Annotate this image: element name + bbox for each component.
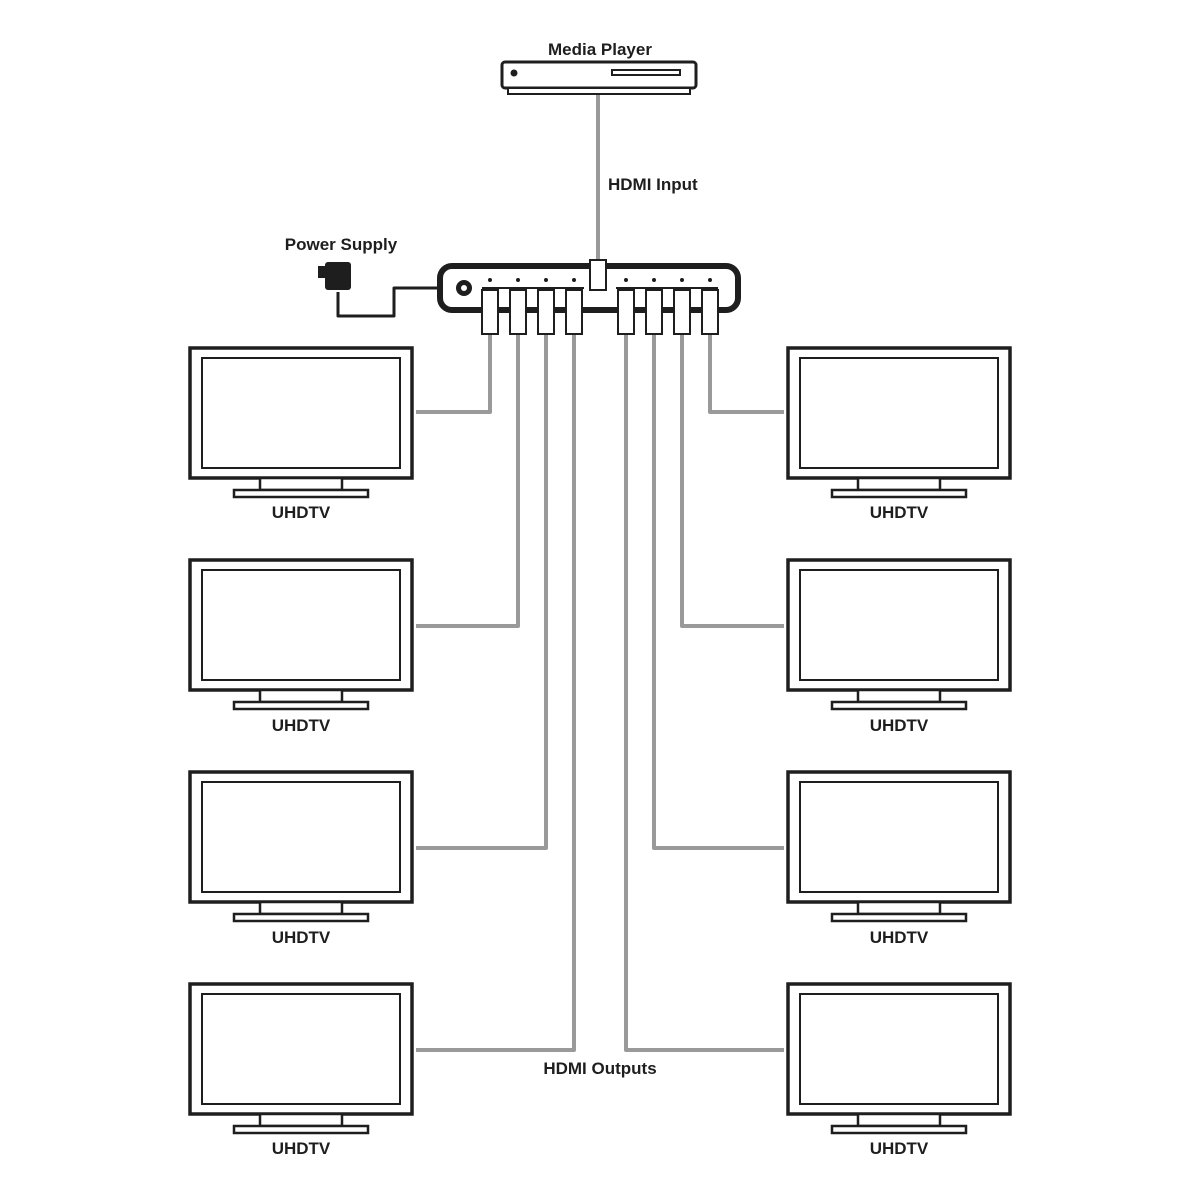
- tv-stand-base: [830, 912, 968, 923]
- power-adapter-icon: [325, 262, 351, 290]
- port-led: [488, 278, 492, 282]
- hdmi-output-plug: [645, 289, 663, 335]
- tv-stand-base: [232, 488, 370, 499]
- uhdtv-display-8: UHDTV: [786, 982, 1012, 1158]
- tv-label: UHDTV: [272, 716, 331, 735]
- hdmi-output-plug: [565, 289, 583, 335]
- tv-stand-neck: [258, 476, 344, 492]
- hdmi-input-label: HDMI Input: [608, 175, 698, 194]
- tv-stand-base: [830, 700, 968, 711]
- hdmi-output-plug: [509, 289, 527, 335]
- tv-stand-neck: [856, 688, 942, 704]
- power-cable: [336, 286, 448, 318]
- port-led: [624, 278, 628, 282]
- tv-screen: [799, 781, 999, 893]
- hdmi-output-plug: [537, 289, 555, 335]
- tv-stand-base: [830, 1124, 968, 1135]
- hdmi-output-plug: [701, 289, 719, 335]
- port-led: [680, 278, 684, 282]
- tv-stand-neck: [856, 900, 942, 916]
- tv-screen: [201, 781, 401, 893]
- hdmi-output-cable-5: [708, 332, 784, 414]
- tv-label: UHDTV: [272, 503, 331, 522]
- power-supply-label: Power Supply: [285, 235, 398, 254]
- hdmi-outputs-label: HDMI Outputs: [543, 1059, 656, 1078]
- tv-stand-base: [232, 912, 370, 923]
- tv-stand-base: [830, 488, 968, 499]
- tv-screen: [799, 569, 999, 681]
- hdmi-output-cable-1: [416, 332, 492, 414]
- hdmi-output-plug: [481, 289, 499, 335]
- uhdtv-display-4: UHDTV: [188, 982, 414, 1158]
- uhdtv-display-2: UHDTV: [188, 558, 414, 735]
- tv-stand-neck: [856, 1112, 942, 1128]
- tv-label: UHDTV: [870, 1139, 929, 1158]
- tv-label: UHDTV: [272, 1139, 331, 1158]
- hdmi-output-cable-2: [416, 332, 520, 628]
- power-supply: Power Supply: [285, 235, 398, 290]
- port-led: [544, 278, 548, 282]
- media-player-disc-slot: [611, 69, 681, 76]
- tv-label: UHDTV: [870, 503, 929, 522]
- tv-label: UHDTV: [870, 716, 929, 735]
- media-player-label: Media Player: [548, 40, 652, 59]
- tv-stand-neck: [258, 688, 344, 704]
- media-player: Media Player: [500, 40, 698, 95]
- hdmi-output-plug: [617, 289, 635, 335]
- displays: UHDTV UHDTV UHDTV UHDTV: [188, 346, 1012, 1158]
- tv-stand-base: [232, 700, 370, 711]
- hdmi-output-cable-8: [624, 332, 784, 1052]
- port-led: [652, 278, 656, 282]
- tv-screen: [201, 993, 401, 1105]
- port-led: [516, 278, 520, 282]
- port-leds: [488, 278, 712, 282]
- tv-stand-neck: [856, 476, 942, 492]
- tv-screen: [201, 357, 401, 469]
- cables: [336, 90, 784, 1052]
- hdmi-input-connector: [589, 259, 607, 291]
- hdmi-output-plug: [673, 289, 691, 335]
- tv-screen: [799, 993, 999, 1105]
- media-player-power-icon: [510, 69, 518, 77]
- hdmi-output-cable-4: [416, 332, 576, 1052]
- uhdtv-display-7: UHDTV: [786, 770, 1012, 947]
- tv-stand-neck: [258, 900, 344, 916]
- uhdtv-display-1: UHDTV: [188, 346, 414, 522]
- hdmi-output-cable-3: [416, 332, 548, 850]
- power-jack-center: [461, 285, 467, 291]
- tv-stand-neck: [258, 1112, 344, 1128]
- tv-label: UHDTV: [272, 928, 331, 947]
- uhdtv-display-3: UHDTV: [188, 770, 414, 947]
- media-player-base: [507, 87, 691, 95]
- tv-screen: [201, 569, 401, 681]
- tv-label: UHDTV: [870, 928, 929, 947]
- tv-stand-base: [232, 1124, 370, 1135]
- uhdtv-display-6: UHDTV: [786, 558, 1012, 735]
- tv-screen: [799, 357, 999, 469]
- hdmi-output-plugs: [481, 289, 719, 335]
- uhdtv-display-5: UHDTV: [786, 346, 1012, 522]
- port-led: [572, 278, 576, 282]
- hdmi-output-cable-6: [680, 332, 784, 628]
- port-led: [708, 278, 712, 282]
- hdmi-output-cable-7: [652, 332, 784, 850]
- hdmi-splitter: [437, 259, 741, 335]
- power-adapter-plug-icon: [318, 266, 326, 278]
